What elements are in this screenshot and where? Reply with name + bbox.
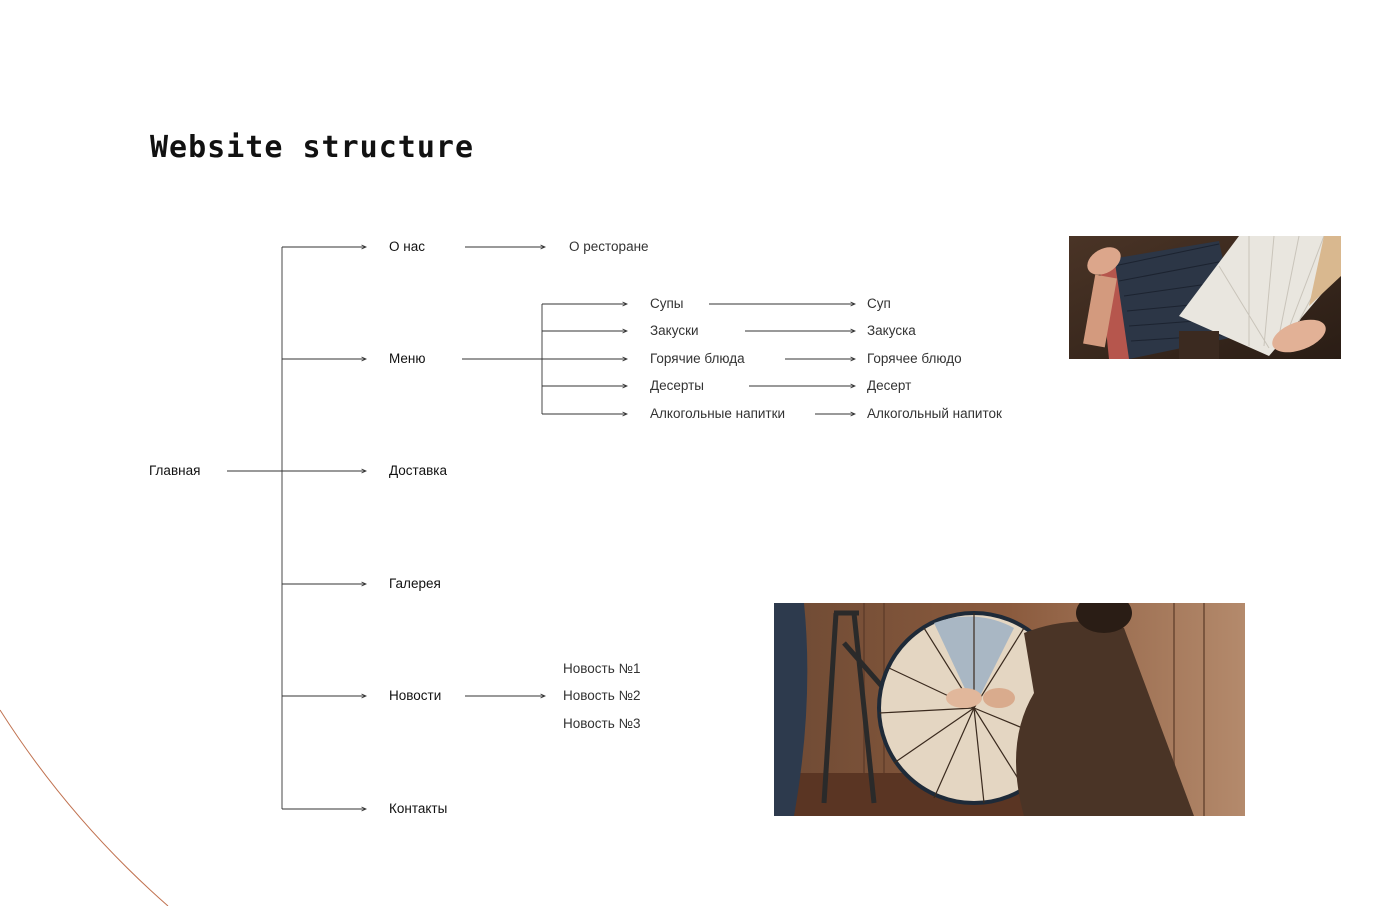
node-menu-sub-5: Алкогольные напитки: [650, 406, 786, 421]
node-news-2: Новость №2: [563, 688, 641, 703]
umbrella-craft-photo: [774, 603, 1245, 816]
node-menu-sub-3: Горячие блюда: [650, 351, 745, 366]
node-menu-item-2: Закуска: [867, 323, 916, 338]
node-o-restorane: О ресторане: [569, 239, 649, 254]
node-menu-item-3: Горячее блюдо: [867, 351, 962, 366]
node-galereya: Галерея: [389, 576, 441, 591]
node-menu-sub-2: Закуски: [650, 323, 699, 338]
node-news-3: Новость №3: [563, 716, 641, 731]
node-menu-item-4: Десерт: [867, 378, 912, 393]
node-menu-sub-1: Супы: [650, 296, 684, 311]
node-kontakty: Контакты: [389, 801, 448, 816]
node-menu: Меню: [389, 351, 426, 366]
hands-with-fans-photo: [1069, 236, 1341, 359]
node-menu-sub-4: Десерты: [650, 378, 705, 393]
decorative-arc: [0, 709, 169, 906]
node-root: Главная: [149, 463, 201, 478]
node-menu-item-1: Суп: [867, 296, 891, 311]
node-novosti: Новости: [389, 688, 442, 703]
page-title: Website structure: [150, 130, 475, 165]
node-o-nas: О нас: [389, 239, 425, 254]
node-menu-item-5: Алкогольный напиток: [867, 406, 1002, 421]
node-dostavka: Доставка: [389, 463, 447, 478]
node-news-1: Новость №1: [563, 661, 641, 676]
